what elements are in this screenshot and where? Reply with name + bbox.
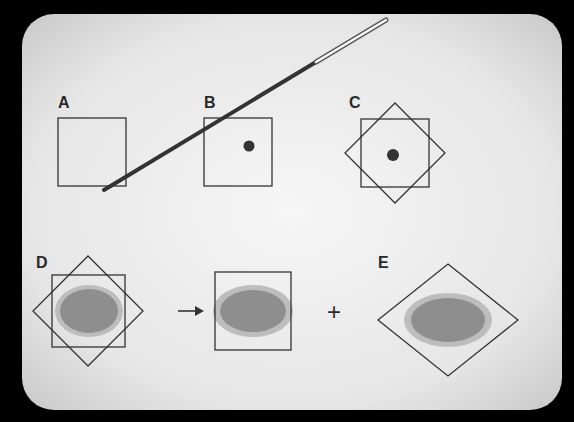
coverslip-square <box>204 118 272 186</box>
page <box>22 14 562 410</box>
coverslip-square <box>215 272 291 350</box>
arrow-head <box>195 306 204 316</box>
drop <box>387 149 399 161</box>
pipette-tube-inner <box>316 20 386 62</box>
panel-letter: D <box>36 255 48 271</box>
panel-letter: E <box>378 255 389 271</box>
pipette <box>104 62 316 190</box>
drop <box>244 141 255 152</box>
coverslip-square <box>52 275 125 347</box>
smear-halo <box>55 285 123 337</box>
coverslip-diamond <box>345 103 445 203</box>
plus-sign: + <box>327 300 341 324</box>
smear <box>60 289 118 333</box>
smear <box>220 290 286 332</box>
smear <box>411 298 485 342</box>
panel-letter: B <box>204 95 216 111</box>
panel-letter: C <box>349 95 361 111</box>
coverslip-diamond <box>378 264 518 376</box>
smear-halo <box>213 285 293 337</box>
pipette-tube <box>316 20 386 62</box>
panel-letter: A <box>58 95 70 111</box>
coverslip-square <box>361 119 429 187</box>
coverslip-diamond <box>33 256 143 366</box>
coverslip-square <box>58 118 126 186</box>
smear-halo <box>404 293 492 347</box>
